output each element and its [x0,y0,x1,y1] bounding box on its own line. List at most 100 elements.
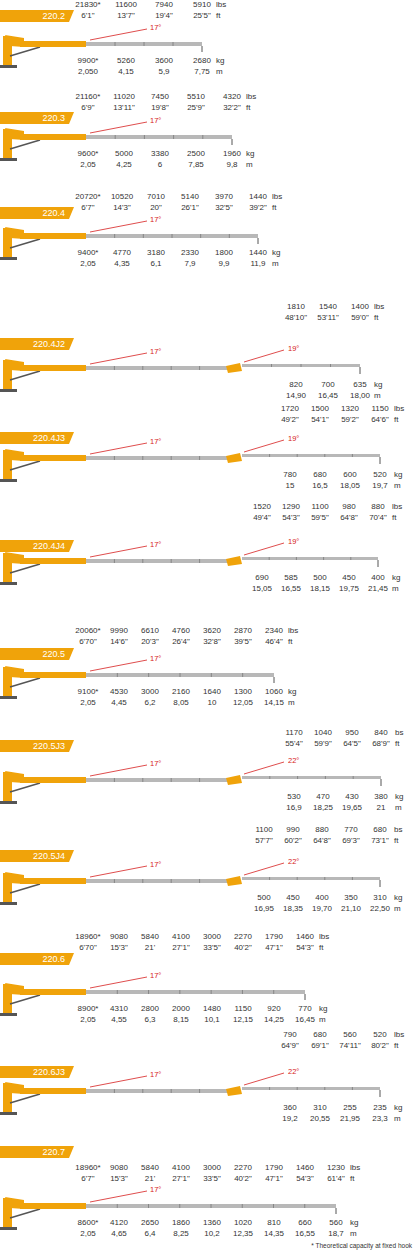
capacity-value: 21830* [75,0,100,10]
angle-label: 22° [288,756,299,766]
capacity-value: 80'2" [371,1041,389,1051]
capacity-value: ft [394,836,398,846]
capacity-value: 54'3" [296,1174,314,1184]
capacity-value: 18,25 [313,803,333,813]
capacity-value: 3970 [215,192,233,202]
crane-foot [0,479,17,482]
capacity-value: 450 [286,893,299,903]
extension-joint [143,234,144,238]
capacity-value: lbs [350,1163,360,1173]
model-tag: 220.7 [0,1146,74,1158]
capacity-value: 5910 [193,0,211,10]
capacity-value: 60'2" [284,836,302,846]
boom-base [20,1203,86,1209]
extension-joint [330,364,331,367]
extension-joint [297,1087,298,1090]
capacity-value: 12,15 [233,1015,253,1025]
capacity-value: lbs [374,302,384,312]
extension-joint [269,1087,270,1090]
hydraulic-cylinder [10,1209,40,1218]
model-name: 220.4J2 [0,338,74,350]
capacity-value: 64'8" [313,836,331,846]
extension-joint [199,778,200,782]
capacity-value: ft [350,1174,354,1184]
capacity-value: 21,10 [341,904,361,914]
tag-shape [0,740,74,752]
capacity-value: 810 [267,1218,280,1228]
capacity-value: 1790 [265,1163,283,1173]
capacity-value: 840 [374,728,387,738]
extension-joint [173,135,174,139]
capacity-value: 12,05 [233,698,253,708]
capacity-value: 64'5" [343,739,361,749]
tag-shape [0,432,74,444]
capacity-value: m [272,259,279,269]
capacity-value: 7,9 [184,259,195,269]
capacity-value: 9,9 [218,259,229,269]
extension-joint [301,364,302,367]
extension-joint [211,990,212,994]
model-name: 220.4 [0,207,74,219]
capacity-value: 13'7" [117,11,135,21]
extension-joint [117,990,118,994]
capacity-value: kg [350,1218,358,1228]
capacity-value: 3000 [203,1163,221,1173]
boom-extension [86,135,232,139]
hydraulic-cylinder [10,140,40,149]
extension-joint [171,456,172,460]
capacity-value: 26'4" [172,637,190,647]
extension-joint [352,1087,353,1090]
capacity-value: 2340 [265,626,283,636]
capacity-value: 13'11" [113,103,135,113]
boom-base [20,672,86,678]
capacity-value: 6'7" [81,1174,94,1184]
capacity-value: 920 [267,1004,280,1014]
capacity-value: 530 [287,792,300,802]
capacity-value: 8,05 [173,698,189,708]
angle-line [90,660,147,671]
capacity-value: lbs [246,92,256,102]
capacity-value: 3600 [155,56,173,66]
capacity-value: 690 [255,573,268,583]
angle-label: 17° [150,971,161,981]
capacity-value: 980 [342,502,355,512]
capacity-value: 21' [145,943,155,953]
boom-base [20,878,86,884]
capacity-value: 4,15 [118,67,134,77]
capacity-value: 59'2" [341,415,359,425]
capacity-value: 9400* [78,248,99,258]
capacity-value: 2270 [234,1163,252,1173]
capacity-value: 14'3" [113,203,131,213]
capacity-value: 2160 [172,687,190,697]
crane-figure [0,660,274,699]
capacity-value: m [394,1114,401,1124]
boom-extension [86,42,202,46]
model-tag: 220.5J4 [0,850,74,862]
capacity-value: kg [272,248,280,258]
capacity-value: bs [394,825,402,835]
capacity-value: 32'5" [215,203,233,213]
capacity-value: 2270 [234,932,252,942]
angle-line [90,221,147,232]
crane-figure [0,29,202,68]
hook [336,1208,337,1214]
capacity-value: 68'9" [372,739,390,749]
capacity-value: 660 [298,1218,311,1228]
capacity-value: 1860 [172,1218,190,1228]
capacity-value: 1460 [296,932,314,942]
capacity-value: 450 [342,573,355,583]
crane-foot [0,1112,17,1115]
extension-joint [297,776,298,779]
boom-base [20,777,86,783]
capacity-value: 21160* [76,92,101,102]
capacity-value: 39'2" [249,203,267,213]
model-name: 220.6 [0,953,74,965]
extension-joint [171,1089,172,1093]
capacity-value: 1100 [255,825,272,835]
jib-knuckle [226,453,242,463]
extension-joint [114,778,115,782]
capacity-value: 2,050 [78,67,98,77]
boom-base [20,455,86,461]
capacity-value: 22,50 [370,904,390,914]
capacity-value: 350 [344,893,357,903]
